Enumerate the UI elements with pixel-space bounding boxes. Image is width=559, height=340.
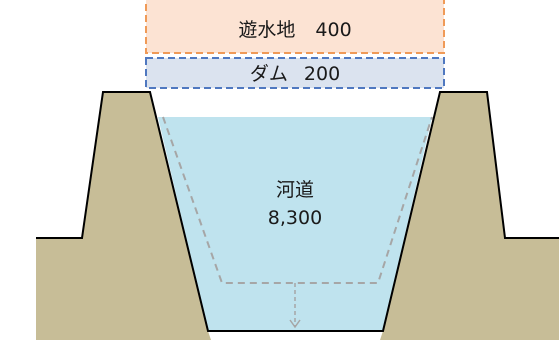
ground-outline xyxy=(36,91,559,332)
retarding-basin-name: 遊水地 xyxy=(238,19,295,41)
retarding-basin-box xyxy=(145,0,445,54)
lowering-arrow-head xyxy=(289,319,301,329)
retarding-basin-label: 遊水地 400 xyxy=(238,19,351,41)
river-channel-value: 8,300 xyxy=(268,207,322,229)
left-embankment xyxy=(36,92,211,340)
dam-name: ダム xyxy=(250,63,288,85)
right-embankment xyxy=(380,92,559,340)
dam-value: 200 xyxy=(304,63,340,85)
river-water xyxy=(158,117,432,331)
dashed-channel-outline xyxy=(162,116,433,284)
dam-label: ダム 200 xyxy=(250,63,340,85)
dam-box xyxy=(145,57,445,89)
retarding-basin-value: 400 xyxy=(315,19,351,41)
river-channel-name: 河道 xyxy=(276,179,314,201)
